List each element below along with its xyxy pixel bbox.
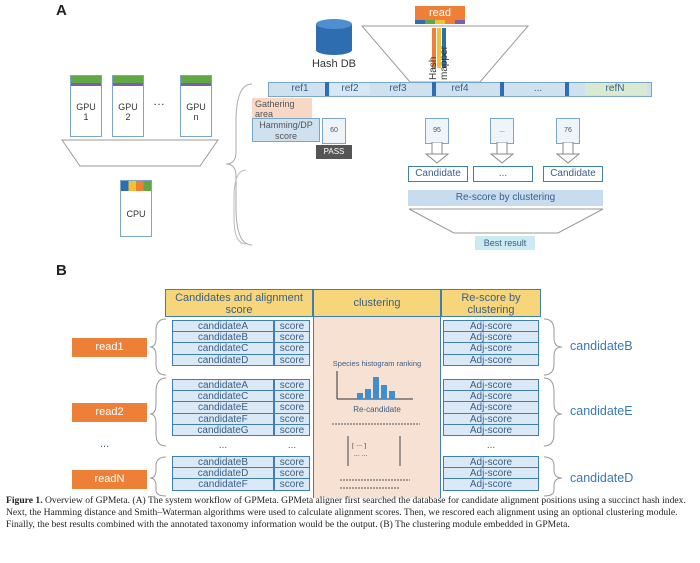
database-icon	[316, 19, 352, 55]
candidate-cell: candidateF	[172, 478, 274, 491]
candidate-2: Candidate	[543, 166, 603, 182]
header-candidates: Candidates and alignment score	[165, 289, 313, 317]
adj-score-dots-row: ...	[486, 440, 496, 451]
ref-1: ref1	[291, 83, 309, 94]
hash-db-label: Hash DB	[311, 58, 357, 70]
rescore-bar: Re-score by clustering	[408, 190, 603, 206]
hamming-dp-score: Hamming/DP score	[252, 118, 320, 142]
rescore-funnel	[408, 208, 604, 234]
caption-text: Overview of GPMeta. (A) The system workf…	[6, 495, 686, 530]
candidate-1: Candidate	[408, 166, 468, 182]
clustering-panel	[313, 317, 441, 498]
score-dots-row: ...	[287, 440, 297, 451]
ref-2: ref2	[341, 83, 359, 94]
score-cell: score	[274, 320, 310, 333]
svg-text:[ ··· ]: [ ··· ]	[352, 443, 366, 450]
read-box-n: readN	[72, 470, 147, 489]
down-arrow-2	[489, 142, 515, 164]
ref-3: ref3	[389, 83, 407, 94]
gpu-2-label: GPU 2	[118, 102, 138, 122]
ref-dots: ...	[533, 83, 543, 94]
bracket-a-right	[233, 169, 247, 245]
ref-marker-3	[500, 82, 504, 96]
gathering-area: Gathering area	[252, 98, 312, 119]
read-box-2: read2	[72, 403, 147, 422]
header-rescore: Re-score by clustering	[441, 289, 541, 317]
cpu: CPU	[120, 180, 152, 237]
candidate-dots: ...	[473, 166, 533, 182]
candidate-cell: candidateG	[172, 423, 274, 436]
gpu-funnel	[61, 139, 219, 167]
bracket-a-left	[225, 83, 253, 246]
read-box-1: read1	[72, 338, 147, 357]
result-2: candidateE	[570, 404, 633, 418]
ref-n-bg	[585, 83, 647, 95]
read-dots: ...	[100, 438, 110, 450]
panel-b-letter: B	[56, 262, 67, 279]
read-bar	[415, 6, 465, 20]
down-arrow-3	[555, 142, 581, 164]
ref-marker-4	[565, 82, 569, 96]
pass-box: PASS	[316, 145, 352, 159]
score-box-2: 95	[425, 118, 449, 144]
read-bar-stripe	[415, 20, 465, 24]
score-cell: score	[274, 423, 310, 436]
ref-4: ref4	[451, 83, 469, 94]
adj-score-cell: Adj-score	[443, 353, 539, 366]
adj-score-cell: Adj-score	[443, 423, 539, 436]
best-result: Best result	[475, 236, 535, 250]
ref-marker-1	[325, 82, 329, 96]
panel-a-letter: A	[56, 2, 67, 19]
gpu-dots: …	[153, 94, 165, 108]
cpu-label: CPU	[126, 209, 146, 219]
figure-caption: Figure 1. Overview of GPMeta. (A) The sy…	[6, 495, 696, 531]
ref-marker-2	[432, 82, 436, 96]
score-cell: score	[274, 478, 310, 491]
hash-mapper-label: Hash mapper	[428, 46, 450, 80]
candidate-dots-row: ...	[218, 440, 228, 451]
re-candidate-label: Re-candidate	[353, 405, 401, 414]
result-1: candidateB	[570, 339, 633, 353]
gpu-1-label: GPU 1	[76, 102, 96, 122]
score-box-3: ...	[490, 118, 514, 144]
header-clustering: clustering	[313, 289, 441, 317]
candidate-cell: candidateE	[172, 401, 274, 414]
species-histogram-label: Species histogram ranking	[332, 359, 422, 368]
score-box-1: 60	[322, 118, 346, 144]
adj-score-cell: Adj-score	[443, 478, 539, 491]
gpu-1: GPU 1	[70, 75, 102, 137]
read-brackets-left	[149, 318, 167, 497]
ref-2-bg	[330, 83, 370, 95]
read-brackets-right	[543, 318, 563, 497]
caption-bold: Figure 1.	[6, 495, 43, 506]
svg-text:··· ···: ··· ···	[354, 453, 367, 460]
score-cell: score	[274, 353, 310, 366]
gpu-2: GPU 2	[112, 75, 144, 137]
ref-n: refN	[605, 83, 625, 94]
result-n: candidateD	[570, 471, 634, 485]
down-arrow-1	[424, 142, 450, 164]
score-box-4: 76	[556, 118, 580, 144]
gpu-n: GPU n	[180, 75, 212, 137]
read-label: read	[428, 7, 452, 19]
candidate-cell: candidateD	[172, 353, 274, 366]
histogram-icon	[336, 371, 413, 400]
gpu-n-label: GPU n	[186, 102, 206, 122]
formula-graphic: [ ··· ] ··· ···	[332, 423, 420, 489]
